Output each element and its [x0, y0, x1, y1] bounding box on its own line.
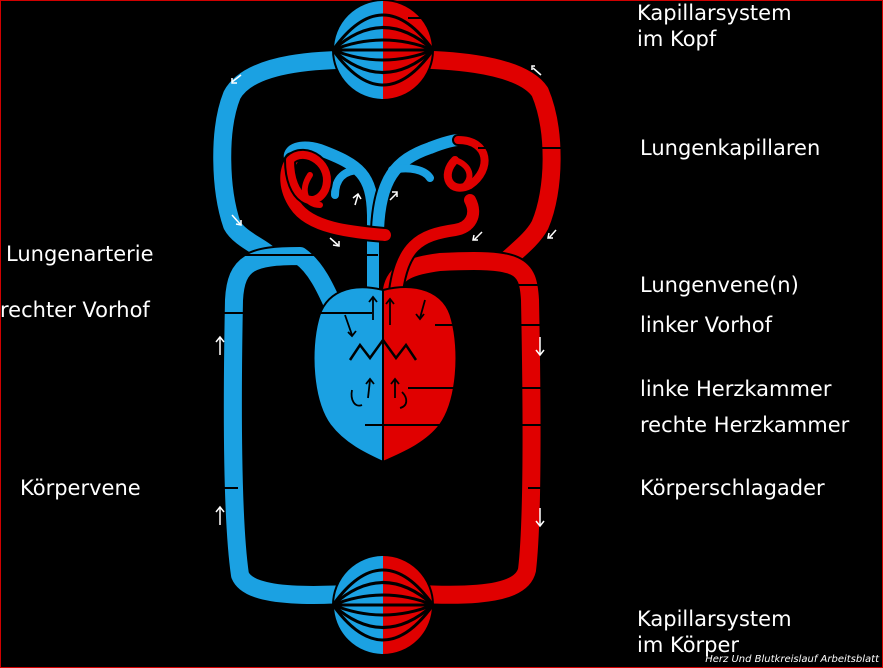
- label-linke-herzkammer: linke Herzkammer: [640, 377, 832, 401]
- label-kapillarsystem-koerper-line1: Kapillarsystem: [637, 607, 792, 631]
- capillary-bed-body: [331, 554, 435, 656]
- arterial-vessels: [278, 48, 563, 606]
- label-lungenkapillaren: Lungenkapillaren: [640, 136, 821, 160]
- label-rechte-herzkammer: rechte Herzkammer: [640, 413, 850, 437]
- label-koerpervene: Körpervene: [20, 476, 141, 500]
- label-kapillarsystem-kopf-line1: Kapillarsystem: [637, 1, 792, 25]
- label-lungenarterie: Lungenarterie: [6, 242, 154, 266]
- label-kapillarsystem-kopf-line2: im Kopf: [637, 27, 717, 51]
- label-lungenvene: Lungenvene(n): [640, 273, 799, 297]
- label-rechter-vorhof: rechter Vorhof: [0, 298, 150, 322]
- label-kapillarsystem-koerper: Kapillarsystem im Körper: [637, 606, 792, 658]
- label-kapillarsystem-koerper-line2: im Körper: [637, 633, 740, 657]
- heart: [312, 286, 458, 464]
- label-kapillarsystem-kopf: Kapillarsystem im Kopf: [637, 0, 792, 52]
- label-linker-vorhof: linker Vorhof: [640, 313, 773, 337]
- capillary-bed-head: [331, 0, 435, 101]
- venous-vessels: [211, 48, 466, 606]
- leader-lines: [175, 17, 632, 633]
- flow-arrows: [215, 65, 557, 528]
- label-koerperschlagader: Körperschlagader: [640, 476, 825, 500]
- watermark-credit: Herz Und Blutkreislauf Arbeitsblatt: [705, 654, 879, 665]
